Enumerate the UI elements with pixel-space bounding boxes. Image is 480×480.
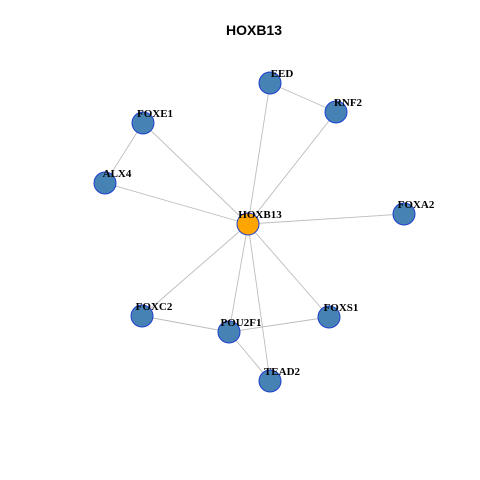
node-alx4: ALX4	[93, 168, 132, 195]
node-label: FOXC2	[136, 301, 173, 313]
node-pou2f1: POU2F1	[217, 317, 262, 344]
node-label: FOXS1	[324, 302, 359, 314]
edge-hoxb13-alx4	[104, 182, 249, 225]
node-label: FOXA2	[398, 199, 435, 211]
node-circle	[217, 320, 241, 344]
node-circle	[130, 304, 154, 328]
node-foxe1: FOXE1	[131, 108, 173, 135]
edge-hoxb13-foxs1	[247, 223, 330, 318]
node-circle	[392, 202, 416, 226]
node-circle	[131, 111, 155, 135]
node-rnf2: RNF2	[324, 97, 363, 124]
node-circle	[258, 71, 282, 95]
node-circle	[93, 171, 117, 195]
node-tead2: TEAD2	[258, 366, 301, 393]
node-hoxb13: HOXB13	[236, 209, 282, 236]
edge-foxc2-pou2f1	[141, 315, 230, 333]
node-label: POU2F1	[221, 317, 262, 329]
edge-foxe1-alx4	[104, 122, 144, 184]
node-label: TEAD2	[264, 366, 301, 378]
node-circle	[317, 305, 341, 329]
edge-hoxb13-pou2f1	[228, 223, 249, 333]
node-label: HOXB13	[238, 209, 282, 221]
edge-hoxb13-foxa2	[247, 213, 405, 225]
node-eed: EED	[258, 68, 294, 95]
node-label: FOXE1	[137, 108, 173, 120]
node-foxs1: FOXS1	[317, 302, 359, 329]
edge-hoxb13-eed	[247, 82, 271, 225]
node-label: ALX4	[103, 168, 132, 180]
diagram-title: HOXB13	[226, 22, 282, 38]
node-label: RNF2	[334, 97, 363, 109]
node-circle	[236, 212, 260, 236]
node-foxc2: FOXC2	[130, 301, 173, 328]
edge-hoxb13-foxe1	[142, 122, 249, 225]
node-label: EED	[271, 68, 294, 80]
node-circle	[258, 369, 282, 393]
edge-hoxb13-foxc2	[141, 223, 249, 317]
node-foxa2: FOXA2	[392, 199, 435, 226]
edge-pou2f1-foxs1	[228, 316, 330, 333]
edge-eed-rnf2	[269, 82, 337, 113]
edge-hoxb13-rnf2	[247, 111, 337, 225]
node-circle	[324, 100, 348, 124]
edge-hoxb13-tead2	[247, 223, 271, 382]
